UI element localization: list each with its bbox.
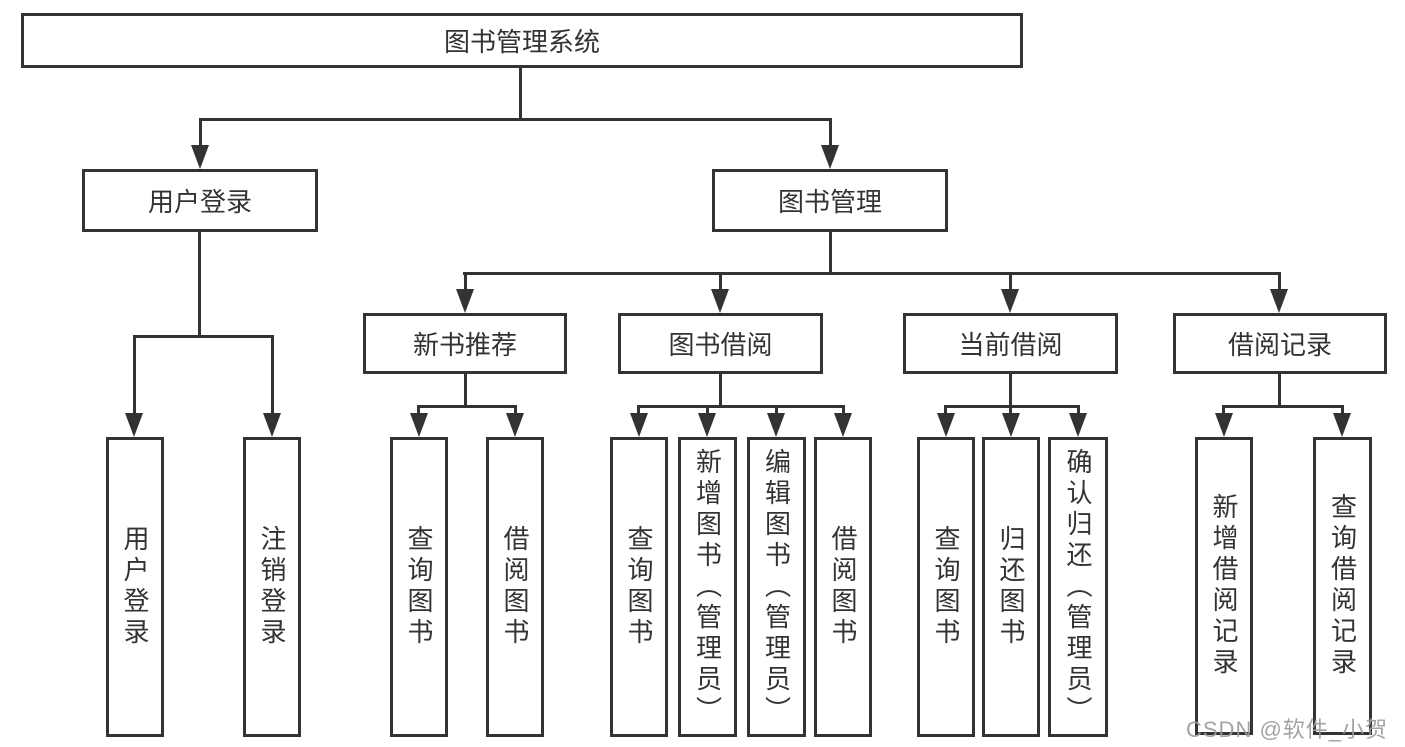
connector-hline — [944, 405, 1080, 408]
connector-hline — [199, 118, 831, 121]
leaf-add-book-admin: 新增图书（管理员） — [678, 437, 737, 737]
node-user-login: 用户登录 — [82, 169, 318, 232]
node-borrow-record: 借阅记录 — [1173, 313, 1387, 374]
arrow-head — [1069, 413, 1087, 437]
leaf-label: 注销登录 — [257, 525, 287, 649]
connector-vline — [775, 405, 778, 419]
node-root-label: 图书管理系统 — [443, 27, 600, 57]
leaf-query-borrow-record: 查询借阅记录 — [1313, 437, 1372, 735]
arrow-head — [263, 413, 281, 437]
connector-vline — [1341, 405, 1344, 419]
connector-vline — [1009, 405, 1012, 419]
arrow-head — [711, 289, 729, 313]
connector-vline — [417, 405, 420, 419]
connector-vline — [1222, 405, 1225, 419]
connector-hline — [133, 335, 274, 338]
arrow-head — [191, 145, 209, 169]
node-book-borrow: 图书借阅 — [618, 313, 823, 374]
leaf-label: 用户登录 — [120, 525, 150, 649]
leaf-logout: 注销登录 — [243, 437, 301, 737]
leaf-label: 查询图书 — [624, 525, 654, 649]
leaf-label: 查询图书 — [404, 525, 434, 649]
leaf-borrow-book-2: 借阅图书 — [814, 437, 872, 737]
arrow-head — [698, 413, 716, 437]
leaf-query-book-3: 查询图书 — [917, 437, 975, 737]
connector-vline — [464, 272, 467, 292]
leaf-label: 借阅图书 — [500, 525, 530, 649]
node-current-borrow: 当前借阅 — [903, 313, 1118, 374]
node-book-management: 图书管理 — [712, 169, 948, 232]
arrow-head — [834, 413, 852, 437]
connector-vline — [637, 405, 640, 419]
connector-vline — [133, 335, 136, 417]
arrow-head — [1002, 413, 1020, 437]
leaf-query-book-2: 查询图书 — [610, 437, 668, 737]
arrow-head — [630, 413, 648, 437]
leaf-add-borrow-record: 新增借阅记录 — [1195, 437, 1253, 735]
leaf-query-book-1: 查询图书 — [390, 437, 448, 737]
leaf-edit-book-admin: 编辑图书（管理员） — [747, 437, 806, 737]
connector-vline — [719, 374, 722, 408]
arrow-head — [821, 145, 839, 169]
node-new-book-recommend: 新书推荐 — [363, 313, 567, 374]
leaf-label: 新增图书（管理员） — [692, 447, 723, 727]
node-book-borrow-label: 图书借阅 — [668, 330, 773, 360]
connector-hline — [463, 272, 1280, 275]
csdn-watermark: CSDN @软件_小贺同学 — [1186, 717, 1389, 742]
connector-hline — [417, 405, 517, 408]
connector-vline — [271, 335, 274, 417]
arrow-head — [506, 413, 524, 437]
connector-vline — [842, 405, 845, 419]
arrow-head — [456, 289, 474, 313]
connector-vline — [199, 118, 202, 150]
node-book-management-label: 图书管理 — [777, 187, 882, 217]
leaf-label: 查询图书 — [931, 525, 961, 649]
arrow-head — [937, 413, 955, 437]
connector-vline — [1278, 272, 1281, 292]
connector-vline — [519, 68, 522, 120]
connector-vline — [719, 272, 722, 292]
node-new-book-recommend-label: 新书推荐 — [412, 330, 517, 360]
node-root: 图书管理系统 — [21, 13, 1023, 68]
connector-vline — [829, 232, 832, 275]
connector-vline — [706, 405, 709, 419]
leaf-label: 借阅图书 — [828, 525, 858, 649]
arrow-head — [1270, 289, 1288, 313]
connector-vline — [1077, 405, 1080, 419]
connector-vline — [1009, 374, 1012, 408]
arrow-head — [1001, 289, 1019, 313]
leaf-label: 编辑图书（管理员） — [761, 447, 792, 727]
leaf-label: 新增借阅记录 — [1209, 493, 1239, 679]
connector-vline — [829, 118, 832, 150]
arrow-head — [767, 413, 785, 437]
leaf-confirm-return-admin: 确认归还（管理员） — [1048, 437, 1108, 737]
leaf-label: 归还图书 — [996, 525, 1026, 649]
connector-vline — [1009, 272, 1012, 292]
connector-vline — [464, 374, 467, 408]
connector-vline — [944, 405, 947, 419]
leaf-borrow-book-1: 借阅图书 — [486, 437, 544, 737]
node-borrow-record-label: 借阅记录 — [1227, 330, 1332, 360]
connector-vline — [1278, 374, 1281, 408]
arrow-head — [1215, 413, 1233, 437]
connector-vline — [514, 405, 517, 419]
connector-vline — [198, 232, 201, 338]
arrow-head — [1333, 413, 1351, 437]
arrow-head — [125, 413, 143, 437]
leaf-label: 查询借阅记录 — [1327, 493, 1358, 679]
connector-hline — [637, 405, 845, 408]
leaf-return-book: 归还图书 — [982, 437, 1040, 737]
node-user-login-label: 用户登录 — [147, 187, 252, 217]
arrow-head — [410, 413, 428, 437]
node-current-borrow-label: 当前借阅 — [958, 330, 1063, 360]
connector-hline — [1222, 405, 1344, 408]
leaf-user-login: 用户登录 — [106, 437, 164, 737]
leaf-label: 确认归还（管理员） — [1063, 447, 1093, 727]
